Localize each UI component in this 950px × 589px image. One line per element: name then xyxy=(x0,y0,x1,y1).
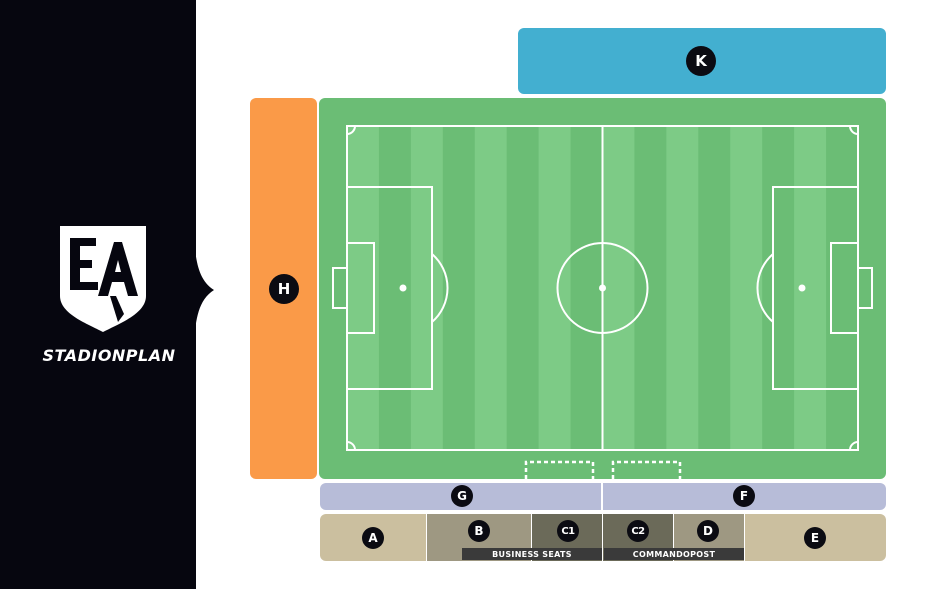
grass-stripe xyxy=(474,126,507,450)
business-seats-label: BUSINESS SEATS xyxy=(462,548,602,560)
football-pitch xyxy=(319,98,886,479)
grass-stripe xyxy=(538,126,571,450)
grass-stripe xyxy=(602,126,635,450)
section-a-badge: A xyxy=(362,527,384,549)
commandopost-label: COMMANDOPOST xyxy=(604,548,744,560)
club-logo xyxy=(58,224,148,338)
section-c2-badge: C2 xyxy=(627,520,649,542)
stadium-plan-title: STADIONPLAN xyxy=(42,346,176,365)
section-g-badge: G xyxy=(451,485,473,507)
grass-stripe xyxy=(666,126,699,450)
sidebar-notch xyxy=(194,240,214,340)
section-f-badge: F xyxy=(733,485,755,507)
section-b-badge: B xyxy=(468,520,490,542)
dugouts xyxy=(524,460,682,479)
section-h-badge: H xyxy=(269,274,299,304)
grass-stripes xyxy=(347,126,827,450)
section-k-badge: K xyxy=(686,46,716,76)
section-e-badge: E xyxy=(804,527,826,549)
grass-stripe xyxy=(410,126,443,450)
section-c1-badge: C1 xyxy=(557,520,579,542)
section-d-badge: D xyxy=(697,520,719,542)
